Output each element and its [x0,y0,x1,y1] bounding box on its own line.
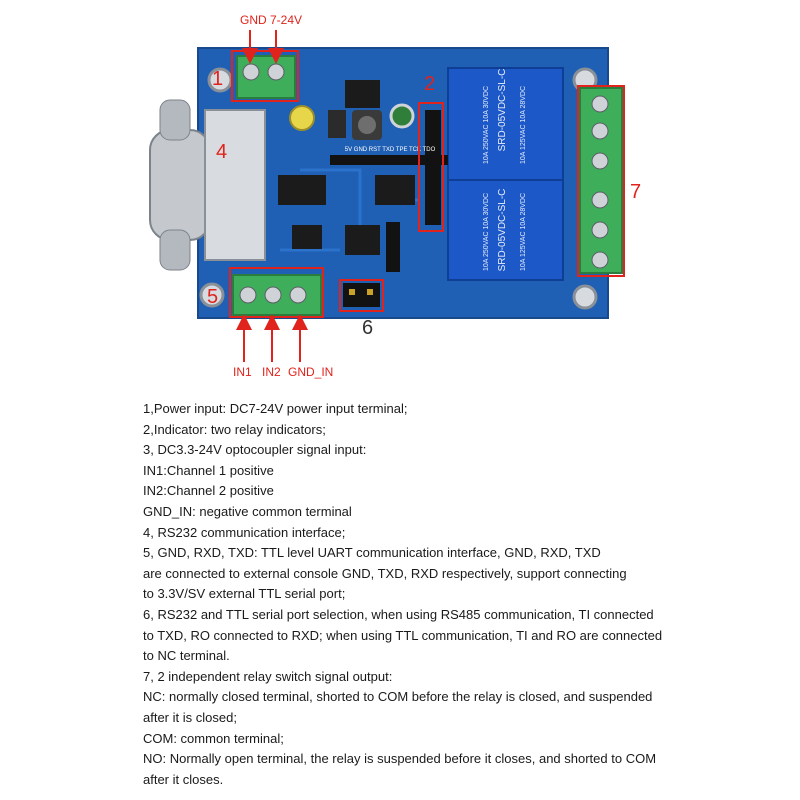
mount-hole [572,284,598,310]
note-line: 7, 2 independent relay switch signal out… [143,668,393,684]
relay-2: SRD-05VDC-SL-C 10A 250VAC 10A 30VDC 10A … [447,179,564,281]
note-line: after it is closed; [143,709,237,725]
in1-label: IN1 [233,365,252,379]
relay-2-rating-a: 10A 250VAC 10A 30VDC [483,193,490,271]
note-line: 3, DC3.3-24V optocoupler signal input: [143,442,367,458]
callout-4: 4 [216,141,227,163]
note-line: IN1:Channel 1 positive [143,462,274,478]
callout-5: 5 [207,286,218,308]
note-line: IN2:Channel 2 positive [143,483,274,499]
relay-board-figure: SRD-05VDC-SL-C 10A 250VAC 10A 30VDC 10A … [149,13,641,379]
callout-1: 1 [212,68,223,90]
relay-2-model: SRD-05VDC-SL-C [497,189,508,272]
callout-arrows [236,30,308,362]
relay-1: SRD-05VDC-SL-C 10A 250VAC 10A 30VDC 10A … [447,67,564,181]
relay-1-rating-a: 10A 250VAC 10A 30VDC [483,86,490,164]
jumper-header [343,283,380,307]
note-line: to 3.3V/SV external TTL serial port; [143,586,346,602]
callout-2: 2 [424,73,435,95]
note-line: GND_IN: negative common terminal [143,503,352,519]
power-input-label: GND 7-24V [240,13,302,27]
note-line: 6, RS232 and TTL serial port selection, … [143,606,654,622]
components: 5V GND RST TXD TPE TCK TDO [278,80,448,272]
header-silkscreen: 5V GND RST TXD TPE TCK TDO [345,147,436,153]
power-terminal [236,55,296,99]
note-line: NO: Normally open terminal, the relay is… [143,751,657,767]
callout-6: 6 [362,317,373,339]
note-line: 4, RS232 communication interface; [143,524,346,540]
db9-connector [149,99,266,271]
relay-2-rating-b: 10A 125VAC 10A 28VDC [520,193,527,271]
note-line: to TXD, RO connected to RXD; when using … [143,627,663,643]
note-line: COM: common terminal; [143,730,284,746]
callout-7: 7 [630,181,641,203]
relay-1-model: SRD-05VDC-SL-C [497,69,508,152]
description-notes: 1,Power input: DC7-24V power input termi… [143,399,743,790]
mount-hole [199,282,225,308]
note-line: after it closes. [143,771,224,787]
note-line: to NC terminal. [143,648,230,664]
note-line: 2,Indicator: two relay indicators; [143,421,326,437]
note-line: are connected to external console GND, T… [143,565,627,581]
relay-output-terminal [579,87,623,274]
note-line: 5, GND, RXD, TXD: TTL level UART communi… [143,545,601,561]
note-line: NC: normally closed terminal, shorted to… [143,689,653,705]
relay-1-rating-b: 10A 125VAC 10A 28VDC [520,86,527,164]
note-line: 1,Power input: DC7-24V power input termi… [143,401,408,416]
in2-label: IN2 [262,365,281,379]
callout-boxes [229,50,625,318]
input-terminal [232,274,322,316]
gnd-in-label: GND_IN [288,365,333,379]
